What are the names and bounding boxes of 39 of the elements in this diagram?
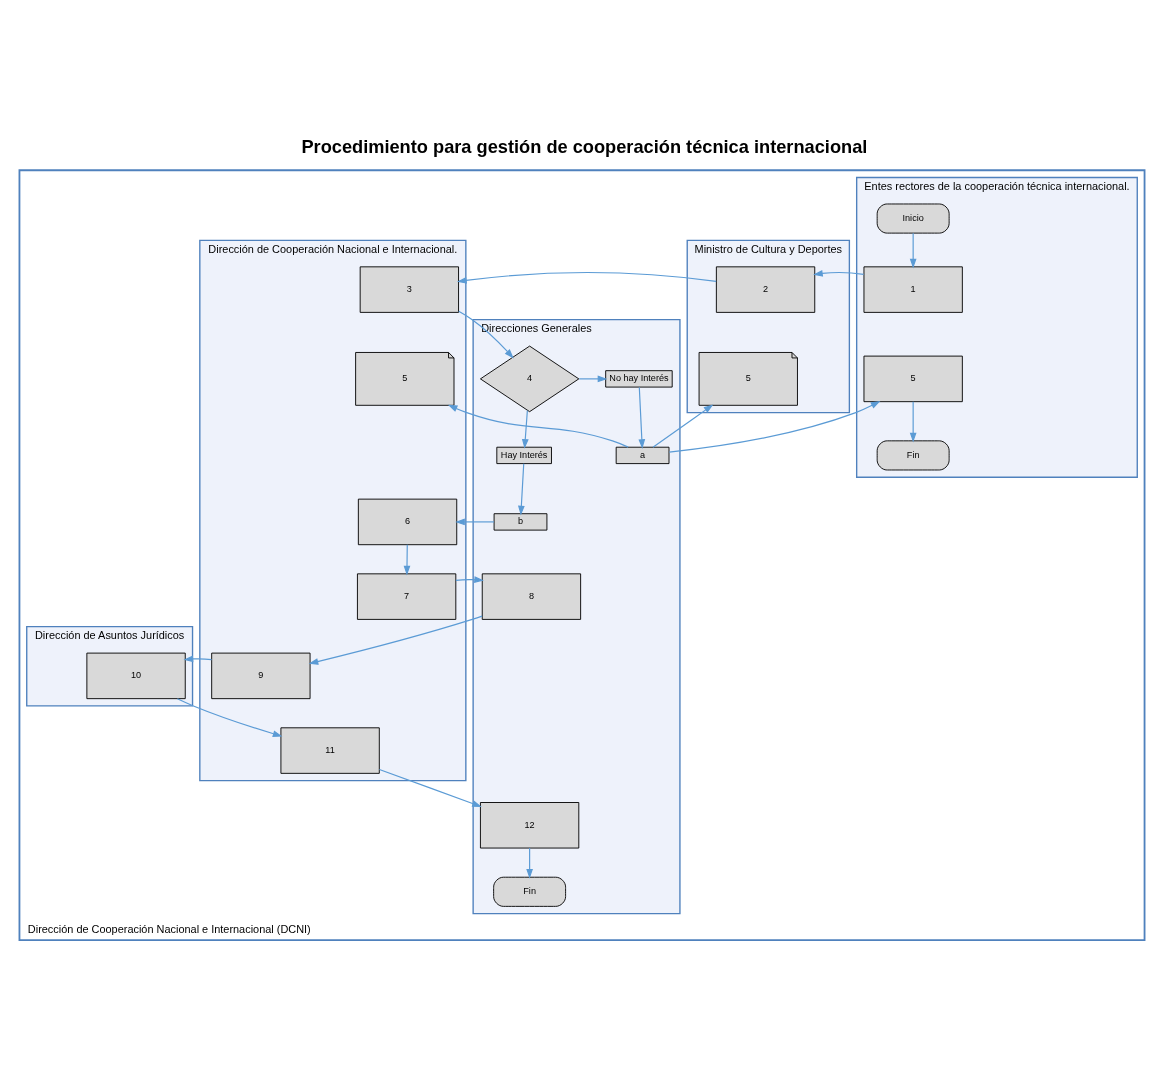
arrow [455, 518, 495, 525]
arrow [668, 400, 881, 453]
arrow [183, 655, 213, 662]
arrow [403, 543, 411, 575]
arrow [518, 462, 525, 515]
arrow [909, 400, 917, 442]
arrow [308, 615, 483, 665]
arrow [578, 375, 608, 382]
arrow [378, 768, 482, 807]
arrow [176, 697, 283, 737]
node-box: b [493, 512, 548, 531]
arrow [813, 269, 865, 277]
arrow [638, 386, 646, 449]
arrow [458, 310, 514, 359]
arrow [447, 404, 629, 448]
node-box: 12 [479, 801, 580, 848]
diagram-title: Procedimiento para gestión de cooperación técnica internacional [301, 136, 868, 157]
arrow [455, 575, 484, 583]
node-box: 3 [359, 265, 459, 313]
arrow [909, 232, 917, 268]
node-box: 11 [280, 726, 380, 774]
arrow [652, 403, 714, 448]
node-box: 8 [481, 572, 582, 620]
node-box: 5 [863, 355, 963, 402]
node-box: Fin [493, 876, 567, 907]
node-box: 9 [211, 652, 311, 699]
node-box: 2 [715, 265, 816, 313]
node-box: 6 [357, 498, 458, 545]
node-box: a [615, 446, 670, 464]
arrow [457, 271, 717, 284]
arrow [526, 847, 533, 879]
node-box: No hay Interés [605, 369, 673, 388]
node-box: Fin [876, 439, 950, 470]
node-box: 7 [357, 572, 457, 620]
node-box: 10 [86, 652, 186, 699]
node-box: 1 [863, 265, 963, 313]
node-box: Inicio [876, 203, 950, 234]
arrow [521, 409, 529, 449]
node-box: Hay Interés [496, 446, 552, 464]
